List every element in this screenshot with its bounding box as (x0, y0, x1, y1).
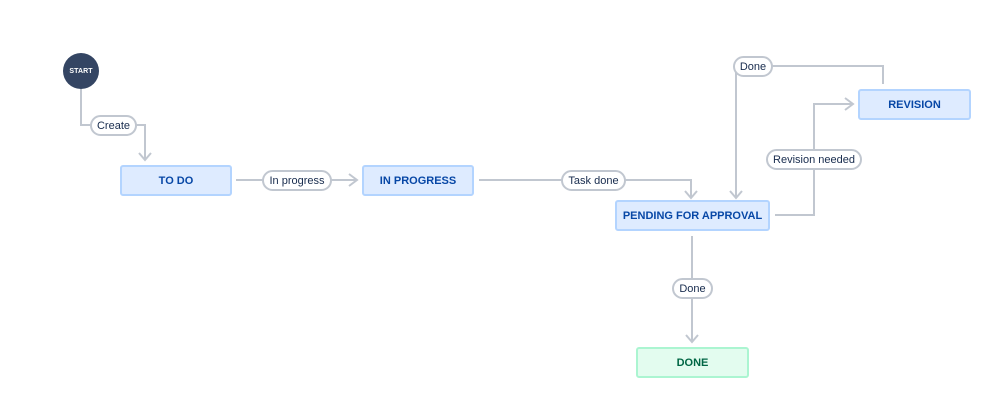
connector-inprogress-to-pending (479, 179, 692, 197)
arrowhead-pending-from-left (684, 190, 698, 200)
status-revision-label: REVISION (888, 98, 941, 111)
transition-create-label: Create (96, 119, 131, 132)
start-node[interactable]: START (63, 53, 99, 89)
transition-create[interactable]: Create (90, 115, 137, 136)
transition-done-from-revision[interactable]: Done (733, 56, 773, 77)
status-in-progress[interactable]: IN PROGRESS (362, 165, 474, 196)
status-done-label: DONE (676, 356, 709, 369)
arrowhead-pending-from-top (729, 190, 743, 200)
connector-revision-to-pending (735, 65, 884, 197)
transition-done-final-label: Done (679, 282, 706, 295)
status-pending-for-approval[interactable]: PENDING FOR APPROVAL (615, 200, 770, 231)
arrowhead-todo (138, 152, 152, 162)
transition-in-progress-label: In progress (269, 174, 325, 187)
transition-task-done[interactable]: Task done (561, 170, 626, 191)
status-pending-label: PENDING FOR APPROVAL (622, 209, 763, 222)
status-in-progress-label: IN PROGRESS (379, 174, 457, 187)
transition-revision-needed-label: Revision needed (773, 153, 855, 166)
transition-task-done-label: Task done (568, 174, 619, 187)
start-label: START (69, 67, 93, 75)
transition-in-progress[interactable]: In progress (262, 170, 332, 191)
status-todo-label: TO DO (158, 174, 194, 187)
arrowhead-revision (844, 97, 855, 111)
transition-revision-needed[interactable]: Revision needed (766, 149, 862, 170)
arrowhead-done (685, 334, 699, 344)
status-todo[interactable]: TO DO (120, 165, 232, 196)
transition-done-from-revision-label: Done (739, 60, 767, 73)
arrowhead-inprogress (348, 173, 359, 187)
status-done[interactable]: DONE (636, 347, 749, 378)
status-revision[interactable]: REVISION (858, 89, 971, 120)
transition-done-final[interactable]: Done (672, 278, 713, 299)
